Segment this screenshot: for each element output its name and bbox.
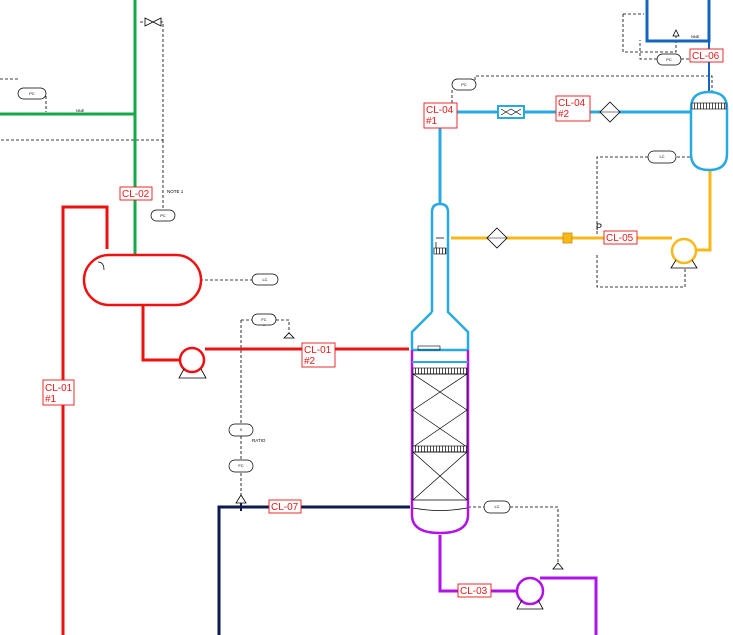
svg-text:PC: PC xyxy=(461,82,467,87)
tag-cl01-2: CL-01 #2 xyxy=(301,342,336,368)
note-1-label: NOTE 1 xyxy=(167,189,184,194)
svg-text:#2: #2 xyxy=(304,356,316,367)
line-green xyxy=(0,0,137,254)
yellow-pump xyxy=(670,237,698,269)
svg-text:CL-07: CL-07 xyxy=(271,502,299,513)
reflux-drum xyxy=(82,253,203,307)
overhead-condenser xyxy=(497,105,525,119)
tag-cl04-2: CL-04 #2 xyxy=(555,95,591,122)
ratio-label: RATIO xyxy=(252,438,266,443)
instrument-lc-drum: LC xyxy=(251,273,279,286)
tag-cl05: CL-05 xyxy=(603,230,638,245)
tag-cl07: CL-07 xyxy=(268,499,302,514)
line-red-cl01-2 xyxy=(141,305,179,362)
p-label: P xyxy=(596,222,602,232)
line-red-cl01-1 xyxy=(61,205,109,635)
instrument-x-ratio: X xyxy=(228,423,254,437)
svg-text:FC: FC xyxy=(238,463,243,468)
instrument-lc-bottom: LC xyxy=(483,500,511,514)
svg-text:CL-02: CL-02 xyxy=(122,189,150,200)
svg-text:X: X xyxy=(240,427,243,432)
tag-cl03: CL-03 xyxy=(457,583,492,598)
exchanger-diamond-yellow xyxy=(486,227,508,249)
control-valves xyxy=(144,17,680,570)
svg-text:LC: LC xyxy=(262,277,267,282)
tag-cl06: CL-06 xyxy=(689,48,724,63)
instrument-lc-accumulator: LC xyxy=(647,150,677,164)
svg-text:PC: PC xyxy=(160,213,166,218)
yellow-strainer xyxy=(562,232,573,244)
red-pump xyxy=(178,346,207,379)
line-navy xyxy=(217,505,410,635)
svg-text:FC: FC xyxy=(261,317,266,322)
accumulator xyxy=(689,90,729,172)
instrument-fc-lower: FC xyxy=(228,459,254,473)
svg-text:CL-01: CL-01 xyxy=(45,383,73,394)
instrument-pc-overhead: PC xyxy=(451,78,477,91)
tag-cl02: CL-02 xyxy=(119,186,153,201)
instrument-pc-top-right: PC xyxy=(656,53,682,66)
line-blue xyxy=(645,0,711,43)
svg-text:PC: PC xyxy=(29,91,35,96)
svg-text:#1: #1 xyxy=(45,394,57,405)
instrument-pc-drum: PC xyxy=(150,209,176,222)
svg-text:PC: PC xyxy=(666,57,672,62)
piping xyxy=(0,0,712,635)
svg-text:LC: LC xyxy=(659,154,664,159)
svg-text:#1: #1 xyxy=(426,116,438,127)
instrument-pc-top-left: PC xyxy=(17,87,47,100)
magenta-pump xyxy=(515,576,545,610)
exchanger-diamond-cyan xyxy=(599,101,621,123)
svg-text:#2: #2 xyxy=(558,109,570,120)
svg-text:CL-04: CL-04 xyxy=(426,105,454,116)
svg-text:CL-04: CL-04 xyxy=(558,98,586,109)
svg-text:CL-03: CL-03 xyxy=(460,586,488,597)
small-label-left: NNE xyxy=(76,108,85,113)
svg-text:CL-06: CL-06 xyxy=(692,51,720,62)
svg-text:CL-05: CL-05 xyxy=(606,233,634,244)
tag-cl01-1: CL-01 #1 xyxy=(42,379,75,406)
svg-text:LC: LC xyxy=(494,504,499,509)
signal-lines xyxy=(0,13,713,563)
small-label-right: NNE xyxy=(691,34,700,39)
tag-cl04-1: CL-04 #1 xyxy=(423,102,458,129)
svg-text:CL-01: CL-01 xyxy=(304,345,332,356)
instrument-fc-pump: FC xyxy=(251,313,277,326)
distillation-column xyxy=(410,202,470,535)
